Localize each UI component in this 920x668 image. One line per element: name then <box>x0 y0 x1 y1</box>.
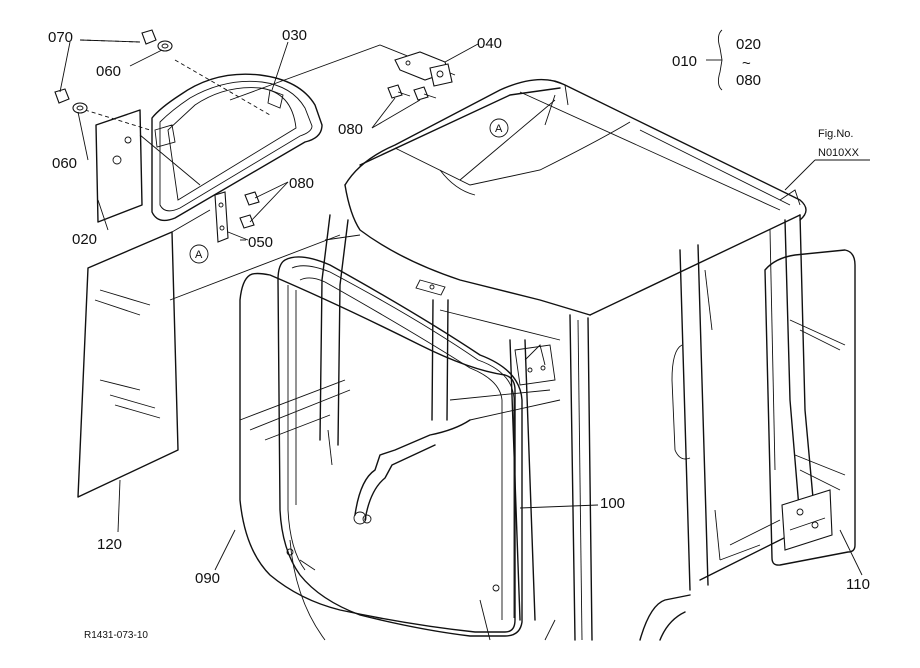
hex-bolt-icon <box>413 86 437 101</box>
hex-bolt-icon <box>244 191 260 206</box>
cabin-frame <box>289 78 821 641</box>
window-seal-100 <box>277 256 523 637</box>
callout-060-left: 060 <box>52 155 77 172</box>
callout-070: 070 <box>48 29 73 46</box>
callout-060-top: 060 <box>96 63 121 80</box>
callout-010: 010 <box>672 53 697 70</box>
rear-window-030 <box>151 73 323 222</box>
callout-020: 020 <box>72 231 97 248</box>
callout-020-range: 020 <box>736 36 761 53</box>
fig-ref-line1: Fig.No. <box>818 128 853 140</box>
side-glass-110 <box>764 249 856 566</box>
hex-bolt-icon <box>239 214 255 229</box>
leader-lines <box>59 29 870 576</box>
callout-030: 030 <box>282 27 307 44</box>
left-glass-120 <box>77 231 179 498</box>
callout-080-top: 080 <box>338 121 363 138</box>
front-glass-assembly <box>239 256 523 637</box>
grommet-icon <box>141 29 173 52</box>
rear-panel-020 <box>95 109 143 223</box>
hinge-bracket-icon <box>394 51 453 87</box>
alignment-line <box>174 59 271 116</box>
callout-090: 090 <box>195 570 220 587</box>
callout-080-mid: 080 <box>289 175 314 192</box>
fig-ref-line2: N010XX <box>818 147 860 159</box>
callout-050: 050 <box>248 234 273 251</box>
front-glass-090 <box>239 272 516 633</box>
alignment-line <box>84 109 151 131</box>
reference-mark-a-bottom: A <box>189 244 209 264</box>
callout-100: 100 <box>600 495 625 512</box>
range-tilde: ~ <box>742 55 751 72</box>
svg-text:A: A <box>195 249 203 261</box>
grommet-icon <box>54 88 88 114</box>
drawing-number: R1431-073-10 <box>84 630 148 641</box>
callout-110: 110 <box>846 576 870 593</box>
callout-080-range: 080 <box>736 72 761 89</box>
svg-text:A: A <box>495 123 503 135</box>
callout-120: 120 <box>97 536 122 553</box>
hinge-bracket-icon <box>214 191 229 243</box>
reference-mark-a-top: A <box>489 118 509 138</box>
callout-040: 040 <box>477 35 502 52</box>
hex-bolt-icon <box>387 84 411 99</box>
